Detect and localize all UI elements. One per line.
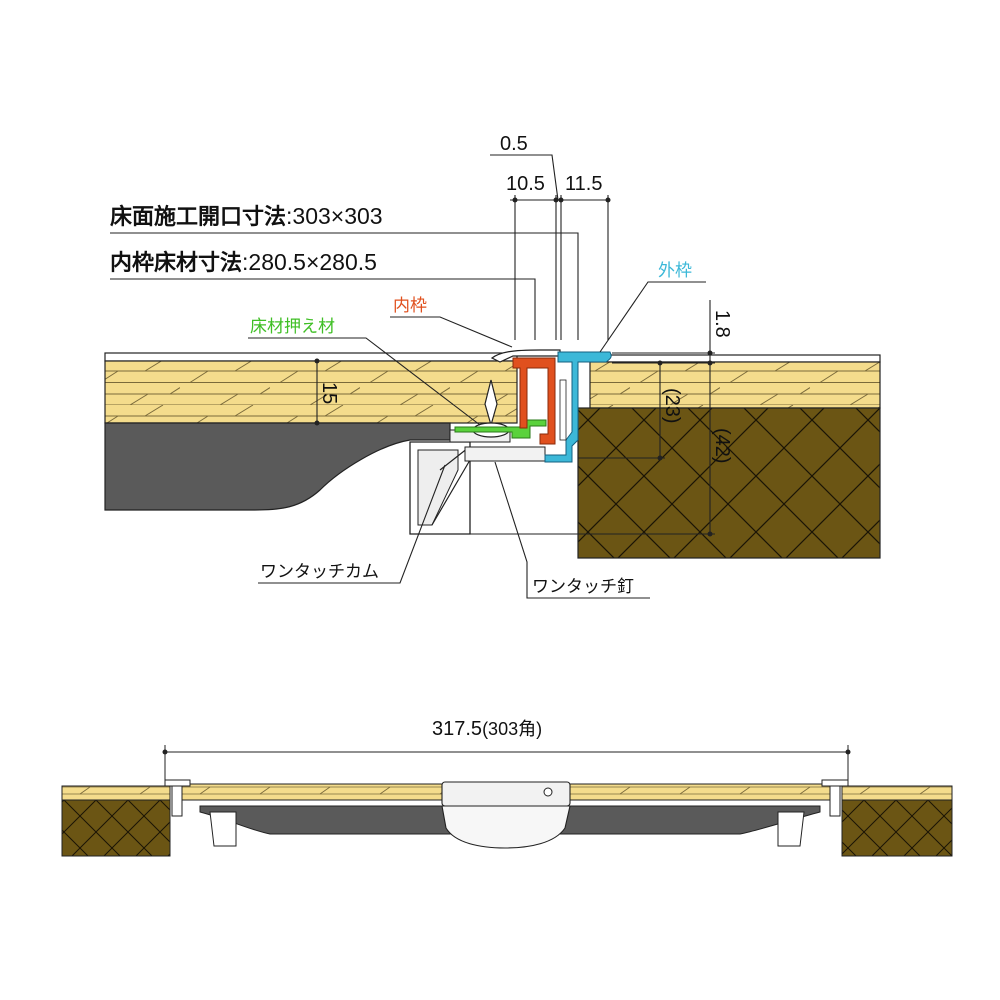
inner-frame-shape: [512, 357, 556, 445]
dim-10-5: 10.5: [506, 173, 545, 195]
cam-left: [209, 811, 237, 847]
overall-note: (303角): [482, 719, 542, 739]
overall-value: 317.5: [432, 718, 482, 740]
subfloor-block: [577, 407, 881, 559]
panel-underside: [104, 422, 451, 511]
nail-label: ワンタッチ釘: [532, 577, 634, 597]
floor-finish-top-right: [604, 354, 881, 363]
outer-frame-shape: [544, 351, 612, 463]
subfloor-right: [841, 799, 953, 857]
dim-1-8: 1.8: [711, 310, 733, 338]
dim-11-5: 11.5: [565, 173, 602, 195]
overall-dimension: 317.5(303角): [432, 718, 542, 740]
subfloor-left: [61, 799, 171, 857]
dim-15: 15: [318, 382, 340, 404]
outer-frame-label: 外枠: [658, 261, 692, 281]
inner-frame-label: 内枠: [393, 296, 427, 316]
cam-right: [777, 811, 805, 847]
opening-label: 床面施工開口寸法: [110, 204, 286, 230]
dim-42: (42): [711, 428, 733, 464]
floor-retainer-label: 床材押え材: [250, 317, 335, 337]
inner-spec: 内枠床材寸法:280.5×280.5: [110, 249, 377, 276]
floor-board-right: [589, 361, 881, 409]
inner-frame-cap: [490, 349, 561, 363]
cam-label: ワンタッチカム: [260, 562, 379, 582]
inner-label: 内枠床材寸法: [110, 250, 242, 276]
dim-0-5: 0.5: [500, 133, 528, 155]
floor-board-left: [104, 360, 518, 424]
opening-spec: 床面施工開口寸法:303×303: [110, 203, 383, 230]
dim-23: (23): [661, 388, 683, 424]
opening-value: :303×303: [286, 203, 383, 229]
nail-plate: [464, 446, 546, 462]
floor-finish-top-left: [104, 352, 518, 362]
inner-value: :280.5×280.5: [242, 249, 377, 275]
